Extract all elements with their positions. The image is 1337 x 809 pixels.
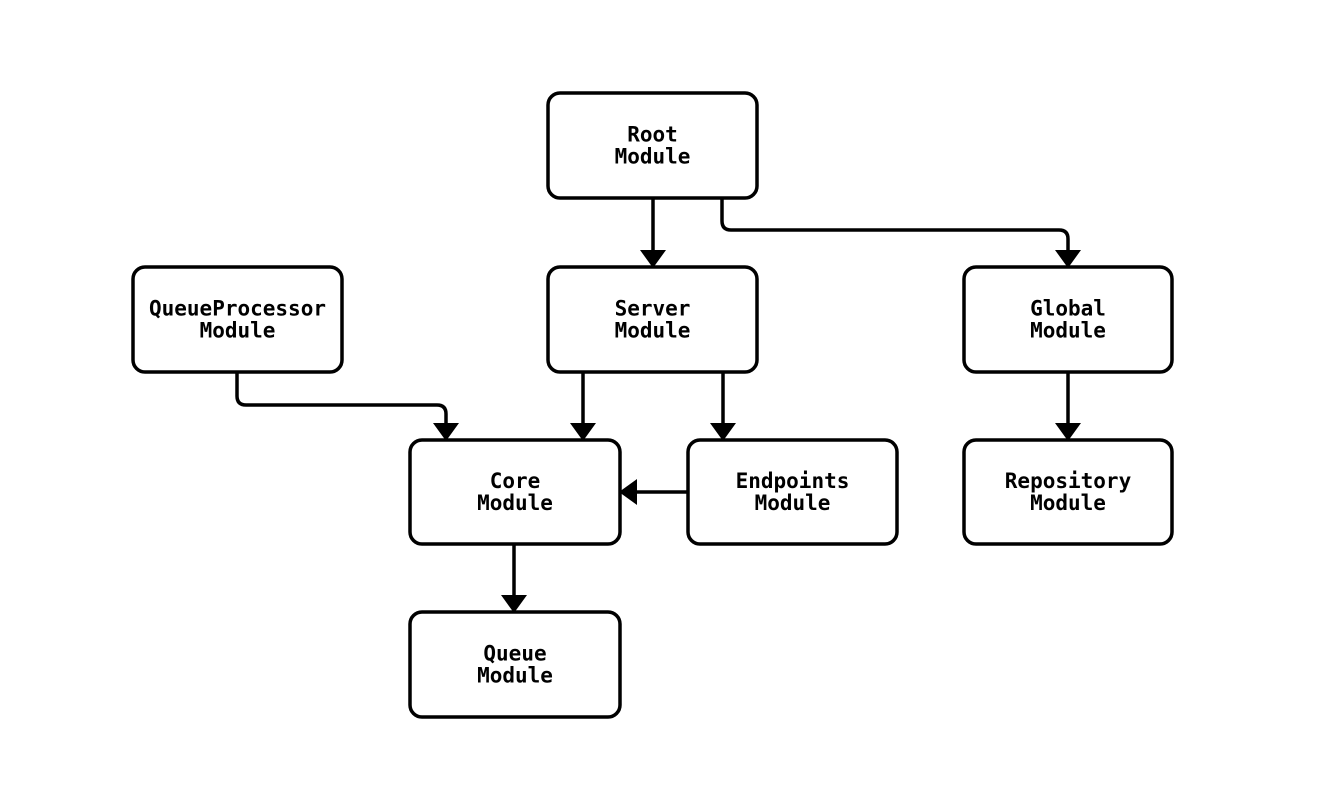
node-label-endpoints-module-line-1: Module <box>755 491 831 515</box>
node-label-core-module-line-1: Module <box>477 491 553 515</box>
node-label-endpoints-module-line-0: Endpoints <box>736 469 850 493</box>
edges-layer <box>235 198 1081 613</box>
node-label-server-module-line-1: Module <box>615 319 691 343</box>
edge-queueprocessor-module-to-core-module <box>235 372 459 441</box>
node-label-global-module-line-1: Module <box>1030 319 1106 343</box>
edge-root-module-to-global-module <box>720 198 1081 268</box>
node-box-core-module <box>408 438 622 546</box>
node-label-root-module-line-1: Module <box>615 145 691 169</box>
node-box-global-module <box>962 265 1174 374</box>
node-box-repository-module <box>962 438 1174 546</box>
node-label-server-module-line-0: Server <box>615 297 691 321</box>
node-label-repository-module-line-1: Module <box>1030 491 1106 515</box>
node-box-server-module <box>546 265 759 374</box>
node-label-root-module-line-0: Root <box>627 123 678 147</box>
node-label-queue-module-line-1: Module <box>477 664 553 688</box>
node-label-queue-module-line-0: Queue <box>483 642 546 666</box>
node-label-queueprocessor-module-line-1: Module <box>200 319 276 343</box>
node-box-queue-module <box>408 610 622 719</box>
node-label-queueprocessor-module-line-0: QueueProcessor <box>149 297 326 321</box>
nodes-layer: RootModuleQueueProcessorModuleServerModu… <box>131 91 1174 719</box>
node-label-global-module-line-0: Global <box>1030 297 1106 321</box>
node-box-root-module <box>546 91 759 200</box>
node-label-core-module-line-0: Core <box>490 469 541 493</box>
node-box-queueprocessor-module <box>131 265 344 374</box>
node-box-endpoints-module <box>686 438 899 546</box>
node-label-repository-module-line-0: Repository <box>1005 469 1132 493</box>
